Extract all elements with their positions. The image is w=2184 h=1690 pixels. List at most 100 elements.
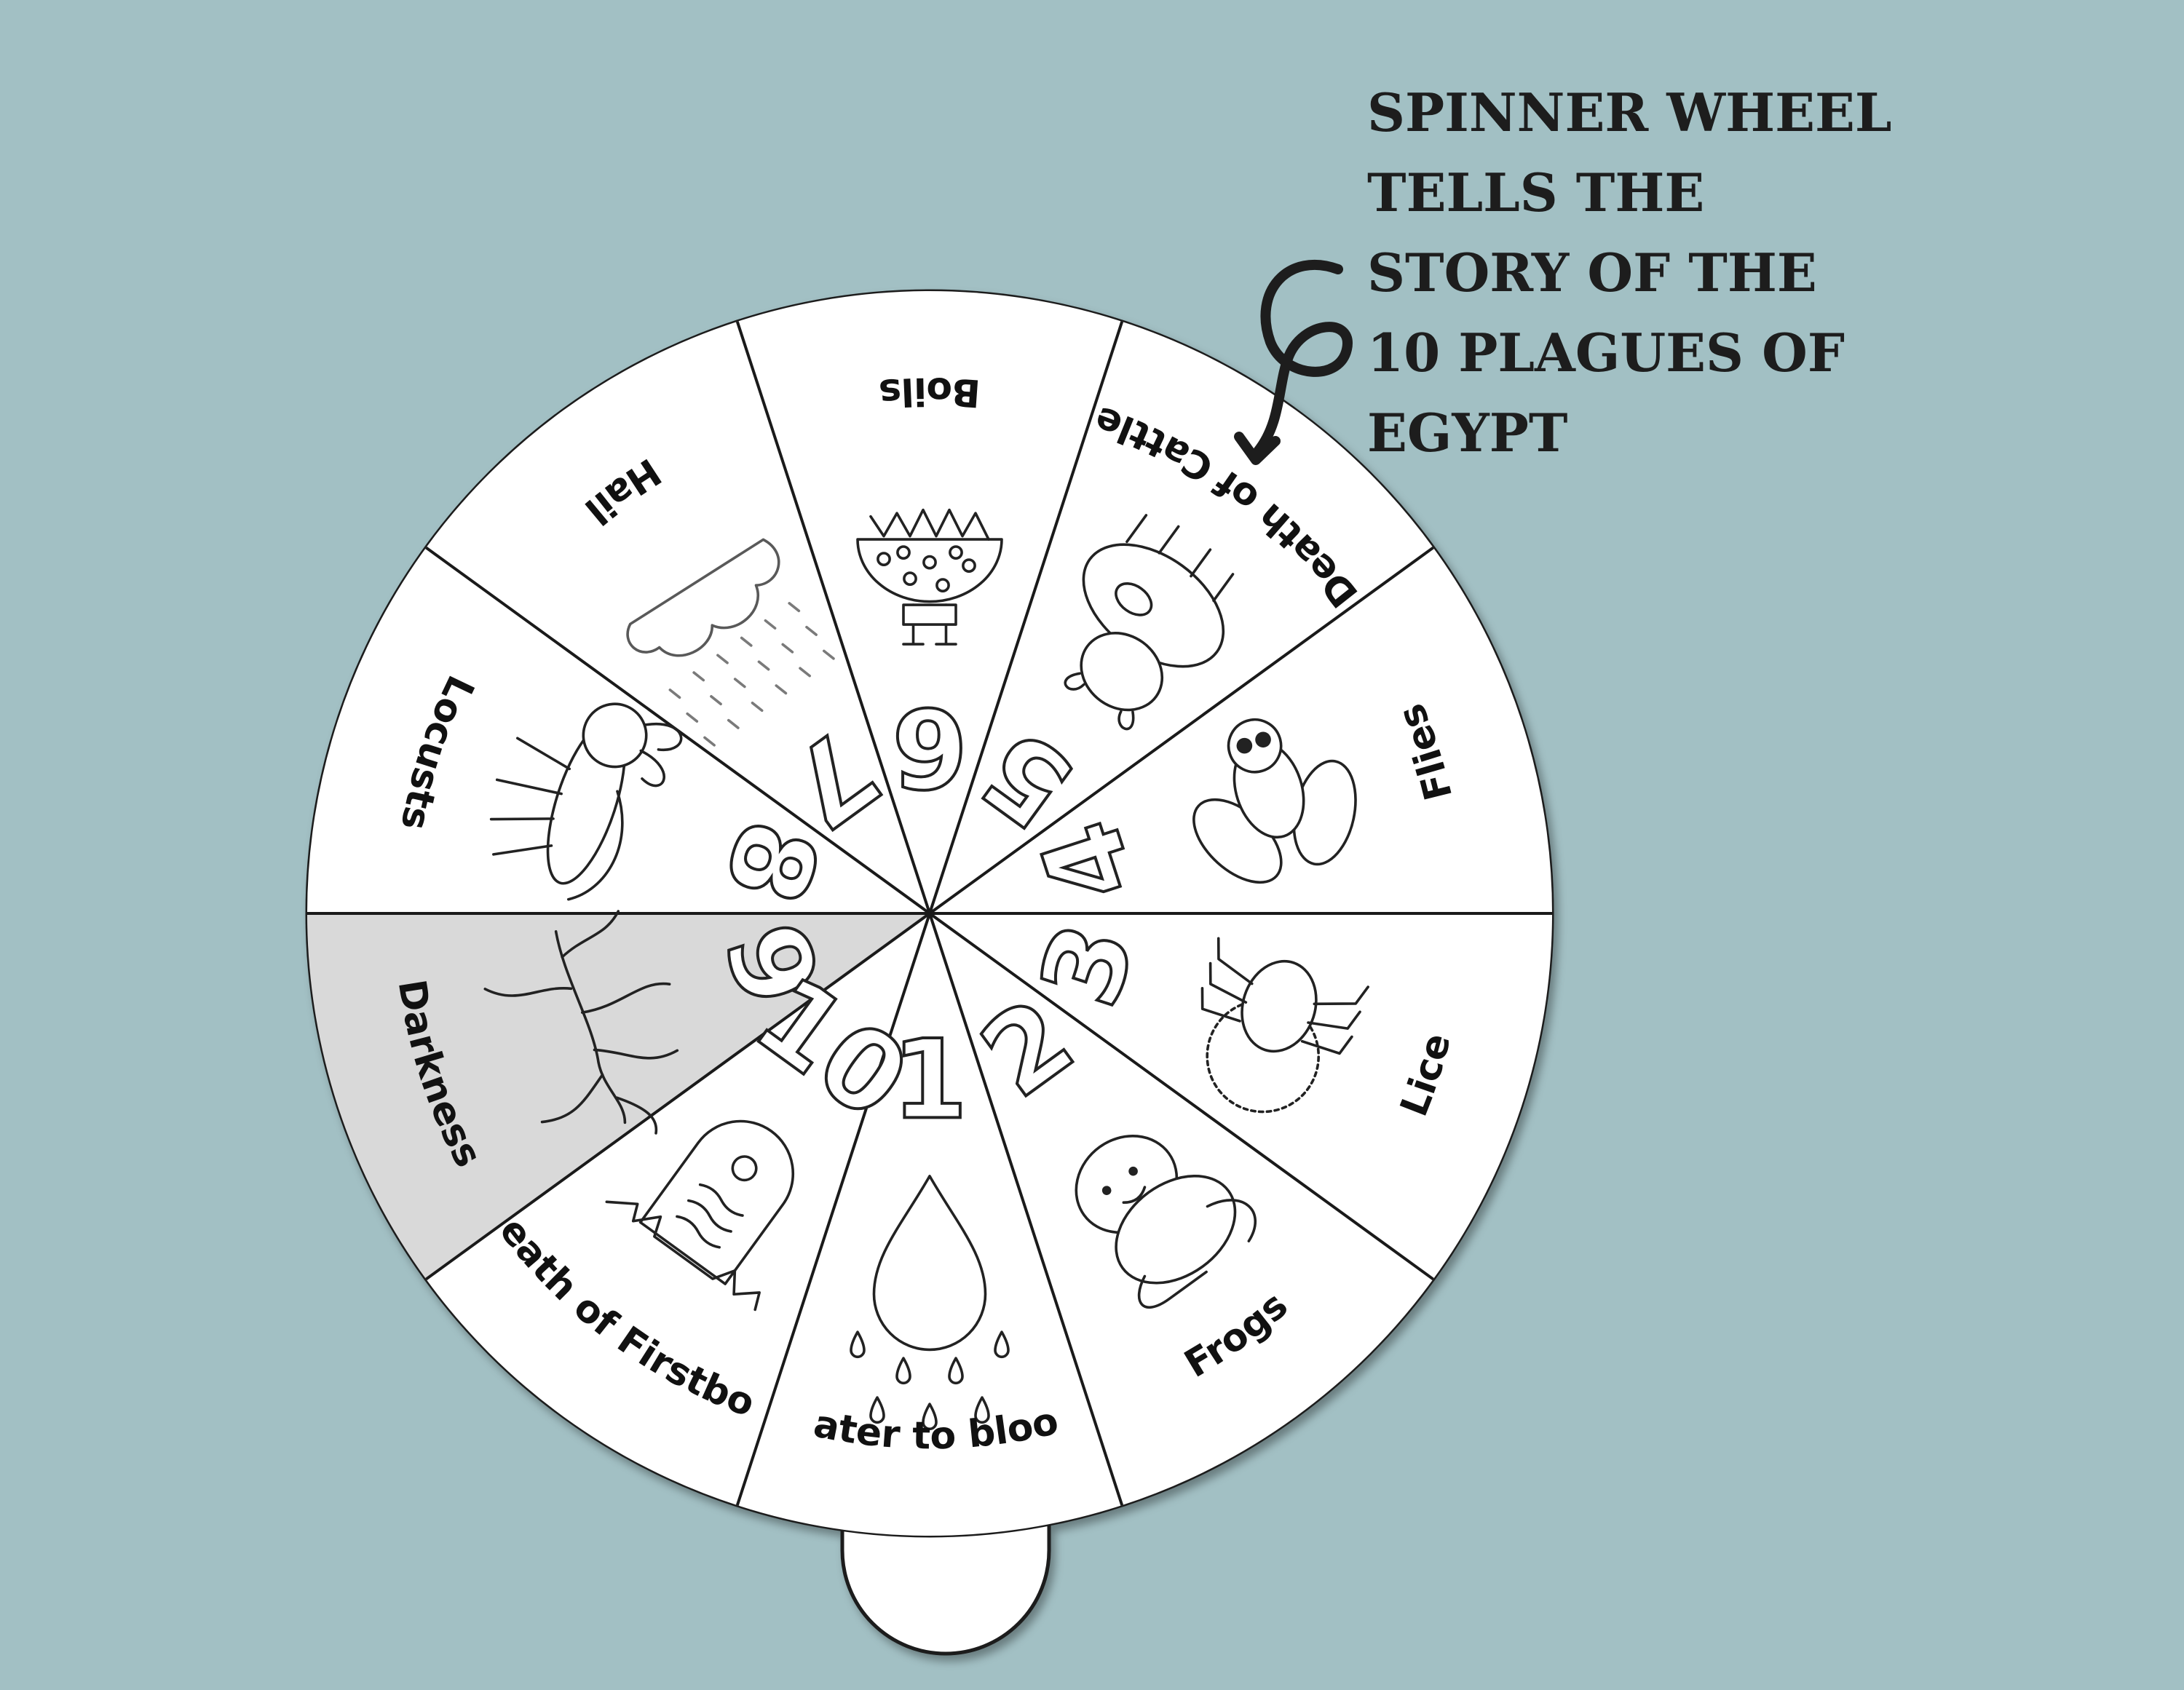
fly-head [1227,718,1283,774]
spinner-tab [840,1508,1051,1656]
hailstone [751,701,764,713]
headline-line: 10 PLAGUES OF [1367,322,1845,384]
frog-leg [1137,1270,1208,1309]
hailstone [727,718,740,729]
body-shirt [902,603,957,626]
segment-label-text: Boils [877,368,982,414]
boil-spot [949,545,963,560]
louse-leg [1313,985,1369,1006]
segment-divider [735,913,931,1506]
segment-divider [928,913,1124,1506]
boil-spot [896,545,911,560]
hailstone [710,695,722,706]
segment-divider [928,321,1124,914]
hailstone [703,736,716,747]
cow-spot [1115,582,1153,616]
boil-spot [935,578,950,592]
boils-icon [856,508,1003,646]
hailstone [686,712,699,723]
hailstone [805,625,818,636]
fly-eye [1236,737,1253,754]
frog-icon [1075,1135,1257,1309]
frog-smile [1122,1186,1147,1205]
louse-body [1241,959,1318,1053]
frog-body [1115,1175,1237,1285]
tree-branches [483,910,679,1135]
droplet-shape [948,1357,964,1385]
segment-divider [425,912,931,1281]
frog-leg [1206,1199,1257,1243]
headline: SPINNER WHEEL TELLS THE STORY OF THE 10 … [1367,73,2132,473]
tombstone-text-lines [676,1183,744,1249]
wheel-segment-9 [307,913,930,1280]
louse-icon [1200,937,1369,1114]
droplet-shape [922,1403,938,1431]
hailstone [757,660,770,671]
segment-label: Boils [877,368,982,414]
cow-head [1080,632,1164,712]
headline-line: SPINNER WHEEL [1367,82,1892,143]
boil-spot [962,558,976,573]
louse-leg [1307,1010,1361,1030]
cow-icon [1064,514,1235,731]
cloud-shape [626,538,780,657]
boil-spot [922,555,937,570]
hailstone [716,654,729,665]
locust-icon [489,702,683,901]
curly-arrow-icon [1253,260,1353,456]
louse-leg [1208,961,1248,1004]
frog-eye [1101,1186,1112,1195]
frog-eye [1128,1166,1138,1176]
hail-cloud-icon [626,538,835,747]
louse-leg [1200,986,1241,1023]
headline-line: TELLS THE [1367,162,1705,223]
droplet-shape [850,1330,866,1359]
boil-spot [903,571,917,586]
wheel-icons [483,508,1369,1431]
louse-leg [1216,937,1254,985]
segment-divider [928,546,1434,915]
tombstone-icon [605,1119,795,1312]
louse-hair [1206,999,1321,1114]
tree-trunk [554,930,627,1124]
segment-divider [735,321,931,914]
boil-spot [877,552,891,566]
fly-icon [1192,718,1357,884]
locust-head [582,702,648,769]
face-head [856,538,1003,603]
tombstone-emblem [731,1155,758,1182]
face-hair [869,508,990,541]
locust-wing [566,790,624,901]
arrow-head-icon [1234,432,1281,465]
wheel-segment-3 [930,913,1552,1280]
hailstone [764,619,777,630]
hailstone [668,689,681,699]
headline-line: STORY OF THE [1367,242,1817,304]
headline-line: EGYPT [1367,402,1568,464]
segment-number: 1 [892,1017,968,1143]
louse-leg [1300,1035,1353,1055]
fly-eye [1255,731,1271,748]
hailstone [822,649,835,660]
locust-antenna [639,722,683,788]
droplet-shape [869,1396,885,1424]
hailstone [692,671,705,682]
droplet-shape [895,1357,911,1385]
hailstone [781,643,794,654]
dead-tree-icon [483,910,679,1135]
locust-legs [489,737,571,856]
hailstone [788,602,801,613]
cow-legs [1125,514,1235,603]
grass [605,1200,761,1312]
blood-drop-icon [850,1175,1010,1431]
segment-number: 6 [892,683,968,810]
droplet-shape [974,1396,990,1424]
hailstone [799,667,811,678]
hailstone [733,678,746,689]
cow-horns [1064,672,1135,731]
hailstone [775,684,788,695]
hailstone [740,636,753,647]
droplet-shape [994,1330,1010,1359]
